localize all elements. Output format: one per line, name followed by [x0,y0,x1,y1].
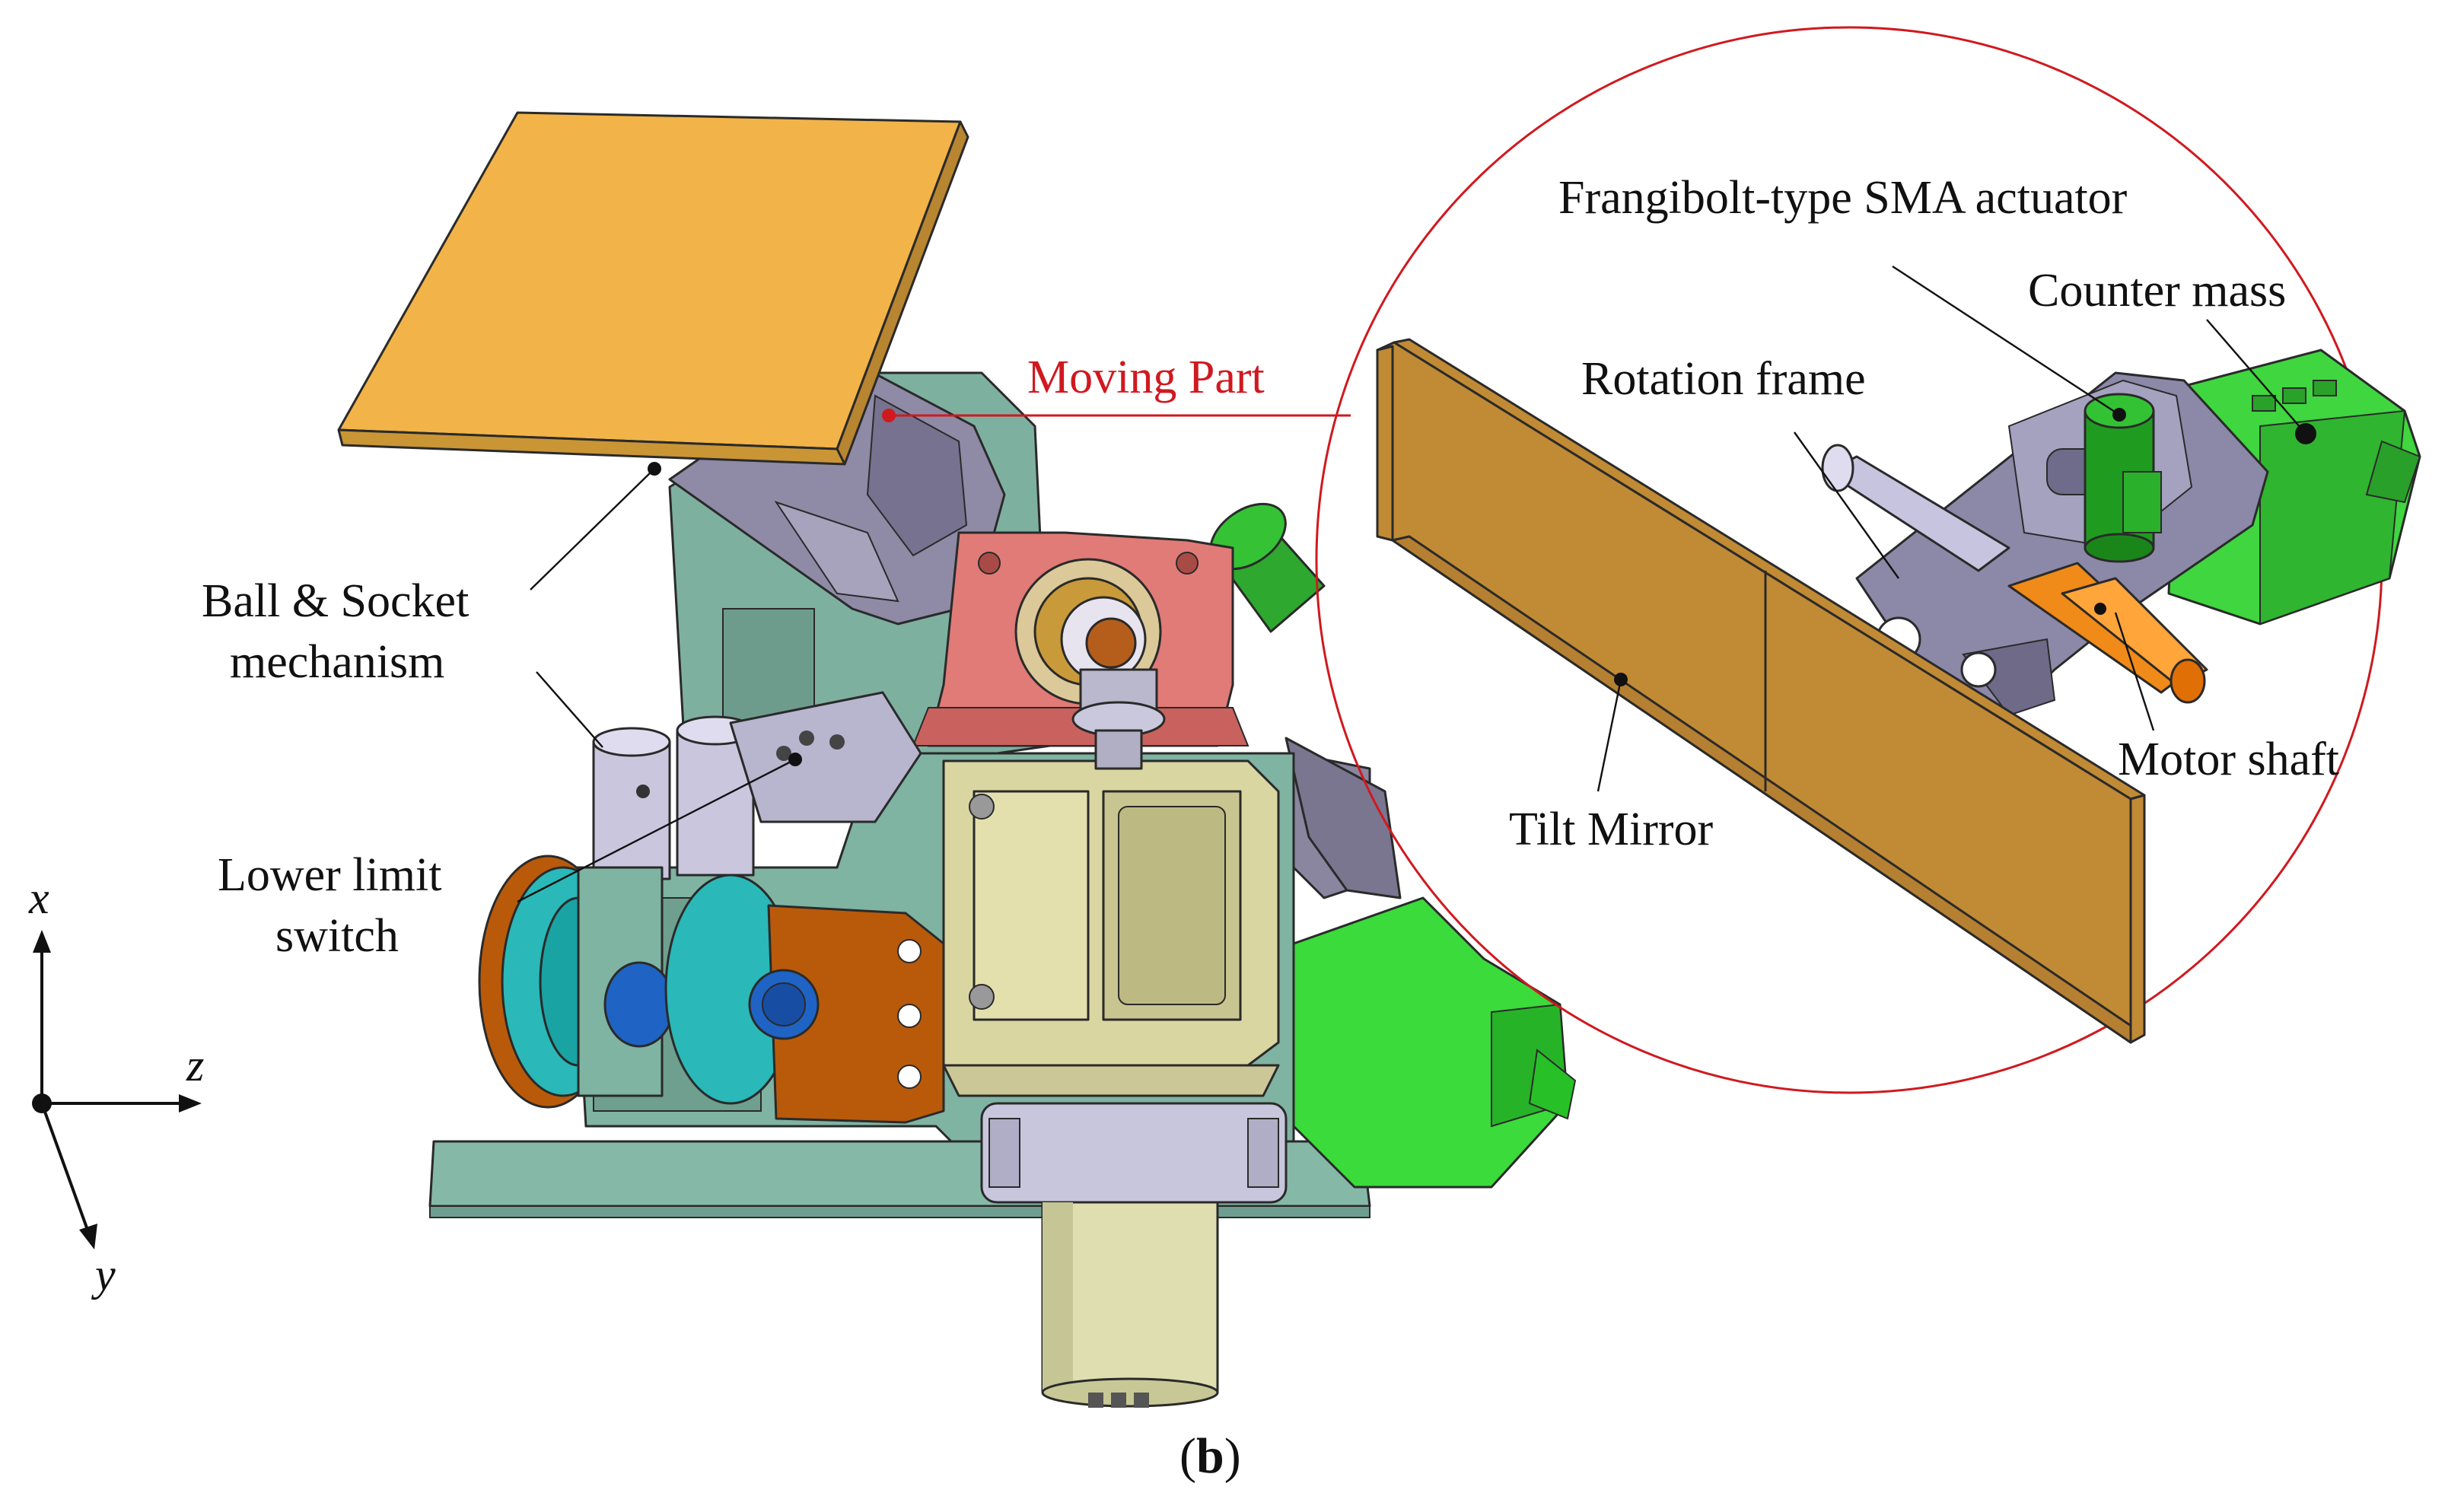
leader-limit-switch [517,758,796,903]
label-rotation-frame: Rotation frame [1581,353,1866,405]
rotation-shaft [1821,444,2010,572]
ball-joint-stem [1071,668,1166,770]
motor-housing [942,759,1280,1097]
left-disc-stack [478,855,797,1109]
leader-lines [517,265,2306,903]
label-frangibolt: Frangibolt-type SMA actuator [1558,172,2128,224]
counter-mass [2167,349,2421,625]
label-ball-socket-1: Ball & Socket [202,575,469,627]
label-motor-shaft: Motor shaft [2118,734,2339,785]
label-ball-socket-2: mechanism [230,636,444,688]
leader-ball-socket [530,468,655,590]
tilt-mirror-assembly-left [337,111,1577,1408]
tilt-mirror-panel [1376,338,2146,1044]
leader-motor-shaft [2114,612,2155,731]
x-axis-arrow [33,930,51,953]
label-tilt-mirror: Tilt Mirror [1509,804,1714,855]
coordinate-axes: x z y [28,873,204,1300]
label-lower-limit-1: Lower limit [218,849,441,901]
leader-counter-mass [2206,319,2306,435]
caption-open: ( [1179,1428,1196,1484]
caption-letter: b [1196,1428,1224,1484]
tilt-mirror-plate-left [337,111,969,466]
zoom-detail [889,26,2421,1094]
z-axis-arrow [179,1094,202,1113]
orange-cap-plate [767,904,945,1124]
label-lower-limit-2: switch [275,910,399,962]
limit-switch-block [729,691,922,823]
caption-close: ) [1224,1428,1241,1484]
axis-x-label: x [28,873,49,923]
leader-frangibolt [1892,265,2120,416]
leader-rotation-frame [1794,431,1899,579]
axis-origin [32,1093,52,1113]
axis-z-label: z [186,1040,204,1090]
vertical-motor-cylinder [1041,1201,1219,1408]
label-moving-part: Moving Part [1027,352,1265,403]
leader-limit-switch-cyl [536,671,603,748]
y-axis-arrow [79,1224,97,1249]
frangibolt-actuator [2084,393,2162,563]
leader-tilt-mirror [1597,679,1622,792]
labels: Moving Part Ball & Socket mechanism Lowe… [202,172,2339,962]
figure-caption: (b) [1179,1428,1241,1484]
axis-y-label: y [91,1249,116,1300]
limit-switch-cylinders [592,715,755,880]
motor-shaft [2007,562,2208,704]
clamp-collar [980,1102,1288,1204]
angled-arm-right [1285,737,1402,899]
label-counter-mass: Counter mass [2028,265,2286,317]
